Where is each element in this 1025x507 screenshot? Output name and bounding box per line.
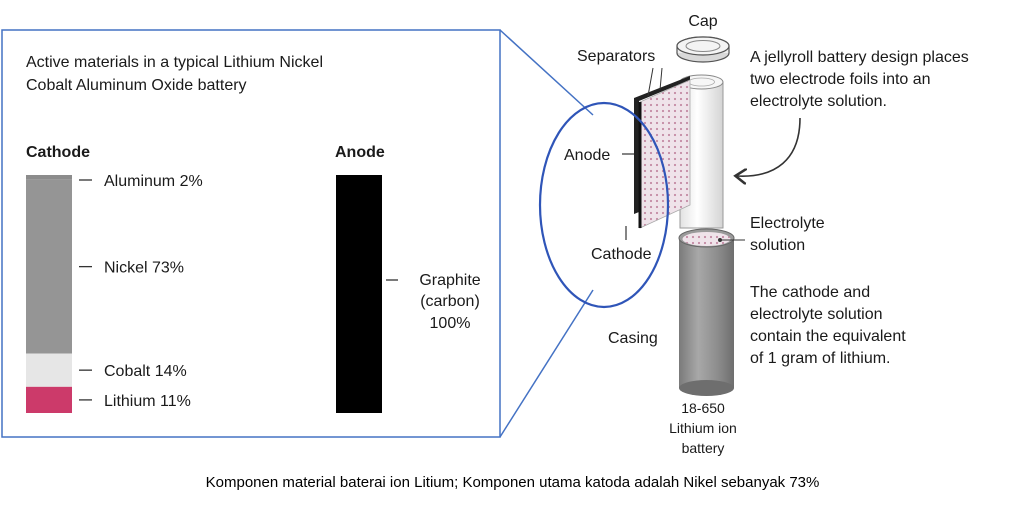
zoom-connector-top: [499, 29, 594, 116]
lithium-note-line2: electrolyte solution: [750, 306, 883, 323]
lithium-note-line4: of 1 gram of lithium.: [750, 350, 891, 367]
lithium-note-line3: contain the equivalent: [750, 328, 906, 345]
jellyroll: [634, 74, 724, 229]
electrolyte-label-line1: Electrolyte: [750, 215, 825, 232]
zoom-connector-bottom: [499, 289, 594, 438]
panel-title-line1: Active materials in a typical Lithium Ni…: [26, 54, 323, 71]
cathode-segment-nickel: [26, 179, 72, 354]
cathode-segment-cobalt: [26, 353, 72, 387]
cap-label: Cap: [688, 13, 717, 30]
separators-pointer-2: [659, 67, 663, 91]
cell-anode-label: Anode: [564, 147, 610, 164]
jellyroll-arrow: [737, 117, 801, 176]
model-label-line1: 18-650: [681, 400, 725, 416]
separators-label: Separators: [577, 48, 655, 65]
figure-caption: Komponen material baterai ion Litium; Ko…: [205, 474, 820, 491]
anode-heading: Anode: [335, 144, 385, 161]
cathode-component-labels: Aluminum 2% Nickel 73% Cobalt 14% Lithium 1…: [79, 173, 203, 410]
anode-label-line3: 100%: [430, 315, 471, 332]
cell-cathode-label: Cathode: [591, 246, 652, 263]
anode-label-line2: (carbon): [420, 293, 480, 310]
electrolyte-label-line2: solution: [750, 237, 805, 254]
cathode-segment-aluminum: [26, 175, 72, 180]
anode-bar-graphite: [336, 175, 382, 413]
anode-label-line1: Graphite: [419, 272, 480, 289]
jellyroll-note-line3: electrolyte solution.: [750, 93, 887, 110]
cathode-label-nickel: Nickel 73%: [104, 260, 184, 277]
cell-casing: [678, 228, 735, 396]
electrolyte-pointer-dot: [718, 238, 722, 242]
cathode-stacked-bar: [26, 175, 72, 413]
jellyroll-note-line1: A jellyroll battery design places: [750, 49, 969, 66]
cell-cap: [676, 36, 730, 63]
cathode-heading: Cathode: [26, 144, 90, 161]
casing-label: Casing: [608, 330, 658, 347]
model-label-line2: Lithium ion: [669, 420, 737, 436]
cathode-label-aluminum: Aluminum 2%: [104, 173, 203, 190]
separators-pointer-1: [647, 67, 654, 97]
model-label-line3: battery: [682, 440, 725, 456]
cathode-label-lithium: Lithium 11%: [104, 393, 191, 410]
cathode-label-cobalt: Cobalt 14%: [104, 363, 187, 380]
cathode-segment-lithium: [26, 386, 72, 413]
highlight-ellipse: [538, 101, 670, 309]
panel-title-line2: Cobalt Aluminum Oxide battery: [26, 77, 247, 94]
zoom-panel-frame: [1, 29, 501, 438]
jellyroll-note-line2: two electrode foils into an: [750, 71, 931, 88]
lithium-note-line1: The cathode and: [750, 284, 870, 301]
